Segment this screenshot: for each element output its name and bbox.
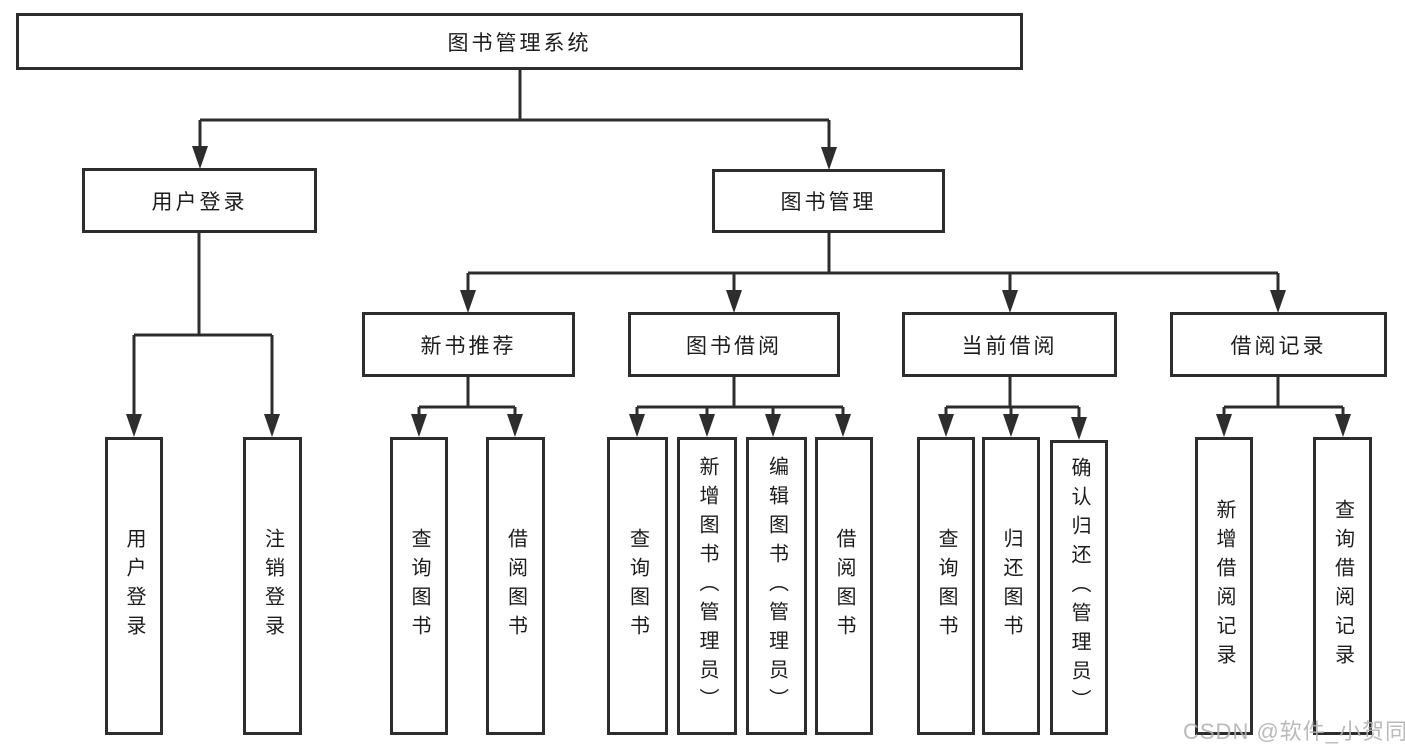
node-label: 查询图书 <box>408 528 430 644</box>
node-label: 借阅记录 <box>1230 334 1327 358</box>
node-label: 新增借阅记录 <box>1213 499 1235 673</box>
node-book-borrowing: 图书借阅 <box>628 312 840 377</box>
leaf-query-books-recommend: 查询图书 <box>390 437 448 735</box>
leaf-borrow-books-recommend: 借阅图书 <box>486 437 545 735</box>
node-label: 图书管理系统 <box>447 31 592 55</box>
leaf-query-books-borrowing: 查询图书 <box>607 437 668 735</box>
leaf-query-borrow-record: 查询借阅记录 <box>1313 437 1372 735</box>
leaf-user-login: 用户登录 <box>105 437 163 735</box>
node-book-management: 图书管理 <box>712 169 945 233</box>
leaf-borrow-books: 借阅图书 <box>815 437 873 735</box>
node-label: 借阅图书 <box>833 528 855 644</box>
leaf-confirm-return-admin: 确认归还（管理员） <box>1050 440 1108 735</box>
node-label: 注销登录 <box>261 528 284 644</box>
node-label: 新增图书（管理员） <box>696 455 718 717</box>
node-label: 查询图书 <box>935 528 957 644</box>
node-current-borrowing: 当前借阅 <box>902 312 1117 377</box>
node-label: 归还图书 <box>1000 528 1022 644</box>
node-label: 用户登录 <box>123 528 145 644</box>
leaf-add-borrow-record: 新增借阅记录 <box>1195 437 1253 735</box>
node-borrowing-records: 借阅记录 <box>1170 312 1387 377</box>
node-label: 新书推荐 <box>420 334 517 358</box>
node-label: 编辑图书（管理员） <box>765 455 788 717</box>
node-new-book-recommendation: 新书推荐 <box>362 312 575 377</box>
leaf-query-books-current: 查询图书 <box>917 437 975 735</box>
node-label: 确认归还（管理员） <box>1068 457 1090 718</box>
leaf-logout: 注销登录 <box>243 437 302 735</box>
node-label: 当前借阅 <box>961 334 1058 358</box>
node-label: 借阅图书 <box>504 528 527 644</box>
node-label: 图书管理 <box>780 191 877 214</box>
node-label: 图书借阅 <box>686 334 782 358</box>
leaf-return-books: 归还图书 <box>982 437 1040 735</box>
leaf-add-books-admin: 新增图书（管理员） <box>677 437 737 735</box>
leaf-edit-books-admin: 编辑图书（管理员） <box>746 437 807 735</box>
node-label: 用户登录 <box>151 190 248 214</box>
csdn-watermark: CSDN @软件_小贺同学 <box>1183 719 1405 744</box>
node-user-login: 用户登录 <box>82 168 317 233</box>
node-label: 查询借阅记录 <box>1331 499 1354 673</box>
node-label: 查询图书 <box>626 528 649 644</box>
node-library-management-system: 图书管理系统 <box>16 13 1023 70</box>
